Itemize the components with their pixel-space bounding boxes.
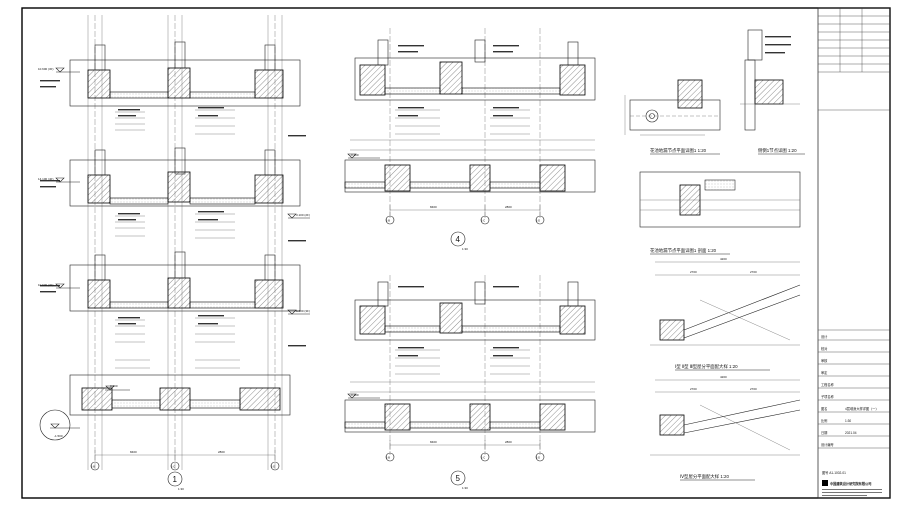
caption-5: 侧倒1节点详图 1:20 <box>758 147 797 154</box>
detail-4-number: 4 <box>456 235 461 244</box>
elev-5: -1.500 <box>54 434 63 438</box>
elev-6: 3.100 (2F) <box>296 213 310 217</box>
elev-4: 0.000 <box>110 384 118 388</box>
axis-a9: 1-D <box>536 456 540 460</box>
title-block-row-label: 工程名称 <box>821 382 835 387</box>
detail-4-section: -0.200 8400 2800 1-B 1-C 1-D 4 1:30 <box>344 28 596 251</box>
title-block-row-label: 日期 <box>821 430 827 435</box>
dim-a: 8400 <box>130 450 137 454</box>
title-block-row-value: 2021.04 <box>845 431 857 435</box>
title-block-row-label: 子项名称 <box>821 394 835 399</box>
title-block-row-label: 审核 <box>821 358 828 363</box>
floor-drain-plan-detail: 花池地漏节点平面详图1 1:20 <box>624 79 721 155</box>
title-block-row-label: 校对 <box>821 346 828 351</box>
type-1-3-plan-detail: 4200 2700 2700 Ⅰ型 Ⅱ型 Ⅲ型屋分平面配大样 1:20 <box>650 257 801 371</box>
dim-c: 8400 <box>430 205 437 209</box>
dim-b: 2800 <box>218 450 225 454</box>
elev-8: -0.200 <box>350 153 359 157</box>
company-name: 中国建筑设计研究院有限公司 <box>830 481 871 486</box>
detail-5-number: 5 <box>456 474 461 483</box>
elev-3: 10.600 (3F) <box>38 283 54 287</box>
elev-1: 10.600 (3F) <box>38 67 54 71</box>
dim-g: 4200 <box>720 257 727 261</box>
axis-a8: 1-C <box>481 456 485 460</box>
axis-a5: 1-C <box>481 219 485 223</box>
elev-7: 6.600 (3F) <box>296 309 310 313</box>
caption-3: Ⅰ型 Ⅱ型 Ⅲ型屋分平面配大样 1:20 <box>675 363 738 370</box>
caption-2: 花池地漏节点平面详图1 剖面 1:20 <box>650 247 717 254</box>
detail-4-scale: 1:30 <box>462 247 468 251</box>
title-block-row-value: 1:30 <box>845 419 851 423</box>
type-4-plan-detail: 4200 2700 2700 Ⅳ型屋分平面配大样 1:20 <box>650 375 801 481</box>
title-block-row-label: 设计 <box>821 334 828 339</box>
caption-4: Ⅳ型屋分平面配大样 1:20 <box>680 473 730 480</box>
elev-2: 14.100 (4F) <box>38 177 54 181</box>
floor-drain-section-detail: 花池地漏节点平面详图1 剖面 1:20 <box>639 171 801 255</box>
axis-a3: 1-D <box>271 465 275 469</box>
dim-i: 2700 <box>750 270 757 274</box>
detail-5-section: -0.200 8400 2800 1-B 1-C 1-D 5 1:30 <box>344 275 596 490</box>
title-block-row-label: 审定 <box>821 370 828 375</box>
dim-j: 4200 <box>720 375 727 379</box>
detail-1-number: 1 <box>173 475 178 484</box>
dim-f: 2800 <box>505 440 512 444</box>
side-node-detail: 侧倒1节点详图 1:20 <box>740 29 805 155</box>
detail-1-scale: 1:30 <box>178 487 184 491</box>
detail-5-scale: 1:30 <box>462 486 468 490</box>
detail-1-section: 10.600 (3F) 14.100 (4F) 10.600 (3F) 3.10… <box>38 15 310 491</box>
dim-k: 2700 <box>690 387 697 391</box>
caption-1: 花池地漏节点平面详图1 1:20 <box>650 147 707 154</box>
drawing-number: 图号 A1-1002-01 <box>822 470 846 475</box>
dim-e: 8400 <box>430 440 437 444</box>
elev-9: -0.200 <box>350 393 359 397</box>
title-block-row-label: 图名 <box>821 406 827 411</box>
dim-l: 2700 <box>750 387 757 391</box>
title-block-row-label: 设计编号 <box>821 442 834 447</box>
title-block-row-label: 比例 <box>821 418 827 423</box>
axis-a7: 1-B <box>386 456 390 460</box>
dim-h: 2700 <box>690 270 697 274</box>
axis-a1: 1-B <box>91 465 95 469</box>
axis-a2: 1-C <box>171 465 175 469</box>
axis-a6: 1-D <box>536 219 540 223</box>
dim-d: 2800 <box>505 205 512 209</box>
axis-a4: 1-B <box>386 219 390 223</box>
title-block-row-value: 4层墙身大样详图（一） <box>845 406 879 411</box>
